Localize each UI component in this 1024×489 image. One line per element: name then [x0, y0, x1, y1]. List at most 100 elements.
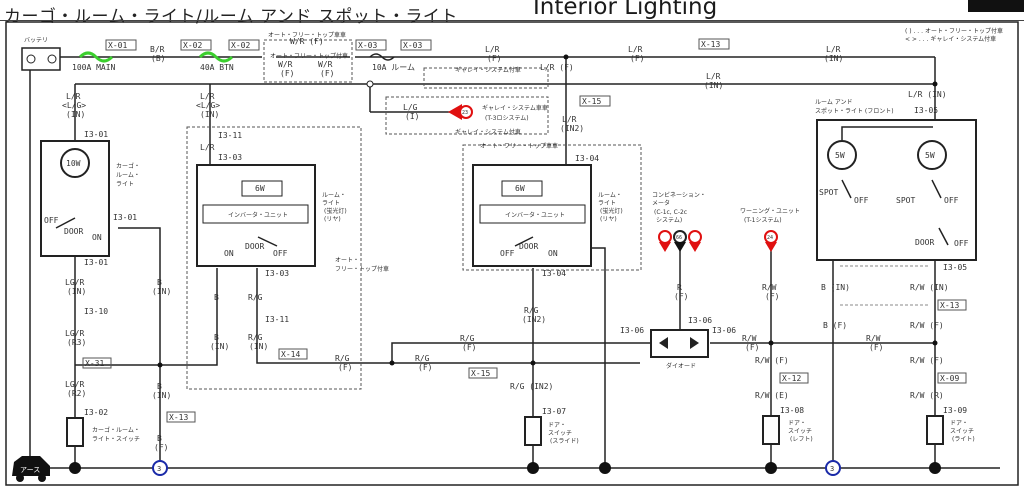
meter-name-4: システム) [656, 217, 682, 224]
meter-connector-right-arrow-icon [689, 242, 701, 252]
front-switch-name-2: スイッチ [950, 428, 974, 435]
diagram-frame [5, 21, 1019, 486]
meter-connector-center-arrow-icon [674, 242, 686, 252]
cargo-b-f: B [157, 434, 162, 443]
meter-name-1: コンビネーション・ [652, 191, 706, 199]
cargo-wire-b1: LG/R [65, 278, 84, 287]
rear2-rg-in2-b: (IN2) [522, 315, 546, 324]
cargo-conn-mid: I3-10 [84, 307, 108, 316]
front-off-left: OFF [854, 196, 869, 205]
rear1-conn1: I3-11 [218, 131, 242, 140]
galley-connector-icon [459, 105, 473, 119]
connector-x14: X-14 [281, 350, 300, 359]
rear1-rg-in: R/G [248, 333, 263, 342]
cargo-door: DOOR [64, 227, 83, 236]
ground-point-b-icon [825, 460, 841, 476]
legend-angle: < > . . . ギャレイ・システム付車 [905, 35, 996, 43]
front-rw-in: R/W (IN) [910, 283, 949, 292]
connector-x02a: X-02 [183, 41, 202, 50]
cargo-b-in2-b: (IN) [152, 391, 171, 400]
cargo-switch-icon[interactable] [55, 217, 76, 229]
cargo-bulb-watt: 10W [66, 159, 81, 168]
connector-x03b: X-03 [403, 41, 422, 50]
rear1-wire-lg: <L/G> [196, 101, 220, 110]
right-door-switch-icon[interactable] [926, 415, 944, 445]
cargo-b-in2: B [157, 382, 162, 391]
rear1-bulb-watt: 6W [255, 184, 265, 193]
slide-door-switch-icon[interactable] [524, 416, 542, 446]
front-b-in: B (IN) [821, 283, 850, 292]
warning-switch-name-1: ドア・ [788, 420, 806, 427]
junction-dot [157, 362, 163, 368]
front-light-internal-wire [841, 126, 933, 140]
wire-label-wr-r: W/R [318, 60, 333, 69]
connector-x15-box [468, 367, 498, 379]
cargo-bulb-icon [60, 148, 90, 178]
wire-label-lr-f-1b: (F) [487, 54, 501, 63]
junction-dot [768, 340, 774, 346]
rear1-name-4: (リヤ) [324, 216, 341, 223]
warning-name-2: (T-1システム) [744, 217, 782, 224]
rear2-name-1: ルーム・ [598, 192, 622, 199]
ground-label: アース [20, 466, 40, 474]
cargo-conn-sw: I3-02 [84, 408, 108, 417]
front-spot-switch-right-icon[interactable] [931, 179, 942, 199]
ground-car-icon [12, 456, 50, 476]
rear1-name-1: ルーム・ [322, 192, 346, 199]
left-door-switch-icon[interactable] [762, 415, 780, 445]
front-spot-switch-left-icon[interactable] [841, 179, 852, 199]
wire-label-lg-i: (I) [405, 112, 419, 121]
ground-car-wheel-icon [16, 474, 24, 482]
connector-x03a: X-03 [358, 41, 377, 50]
rear2-name-3: (蛍光灯) [600, 207, 623, 215]
ground-point-b: 3 [830, 465, 834, 473]
rear1-switch-icon[interactable] [257, 236, 278, 247]
rear2-conn-top: I3-04 [575, 154, 599, 163]
auto-free-top-note2: オート・フリー・トップ付車 [270, 52, 348, 60]
ground-junction [765, 462, 777, 474]
cargo-wire-lr: L/R [66, 92, 81, 101]
cargo-on: ON [92, 233, 102, 242]
meter-name-2: メータ [652, 199, 670, 207]
wire-label-lr-in2-b: (IN2) [560, 124, 584, 133]
battery-label: バッテリ [24, 37, 48, 44]
cargo-wire-b2: LG/R [65, 329, 84, 338]
front-rw-f-h: R/W [866, 334, 881, 343]
cargo-light-switch-icon[interactable] [66, 417, 84, 447]
rear2-off: OFF [500, 249, 515, 258]
legend-paren: ( ) . . . オート・フリー・トップ付車 [905, 27, 1003, 35]
front-switch-name-3: (ライト) [952, 436, 975, 443]
rear2-inverter-box [479, 204, 586, 224]
front-rw-f1: R/W (F) [910, 321, 944, 330]
rear1-rg-in-b: (IN) [249, 342, 268, 351]
wire-label-lr-in2: L/R [562, 115, 577, 124]
front-off-right: OFF [944, 196, 959, 205]
wire-label-lr-in-1b: (IN) [824, 54, 843, 63]
terminal-circle [366, 80, 374, 88]
galley-connector-arrow-icon [448, 104, 462, 120]
junction-dot [563, 54, 569, 60]
cargo-wire-b3: LG/R [65, 380, 84, 389]
front-door-switch-icon[interactable] [938, 227, 949, 246]
rear1-rg-f-b: (F) [338, 363, 352, 372]
connector-x12-box [779, 372, 809, 384]
cargo-conn-bottom: I3-01 [84, 258, 108, 267]
rear2-switch-icon[interactable] [514, 236, 534, 247]
rear2-switch-name-2: スイッチ [548, 430, 572, 437]
cargo-wire-lg: <L/G> [62, 101, 86, 110]
rear2-switch-name-3: (スライド) [550, 438, 579, 445]
front-rw-r: R/W (R) [910, 391, 944, 400]
rear1-rg: R/G [248, 293, 263, 302]
rear2-rg-f-a: R/G [460, 334, 475, 343]
galley-conn-name: ギャレイ・システム車車 [482, 104, 548, 112]
rear1-inverter-box [202, 204, 309, 224]
wire-label-wr-r-f: (F) [320, 69, 334, 78]
galley-box [385, 96, 549, 135]
cargo-switch-name-2: ライト・スイッチ [92, 436, 140, 443]
front-b-f: B (F) [823, 321, 847, 330]
cargo-b-f-b: (F) [154, 443, 168, 452]
ground-junction [69, 462, 81, 474]
warning-rw-f-h: R/W [742, 334, 757, 343]
wire-label-lr-in-right: L/R (IN) [908, 90, 947, 99]
rear1-door: DOOR [245, 242, 264, 251]
